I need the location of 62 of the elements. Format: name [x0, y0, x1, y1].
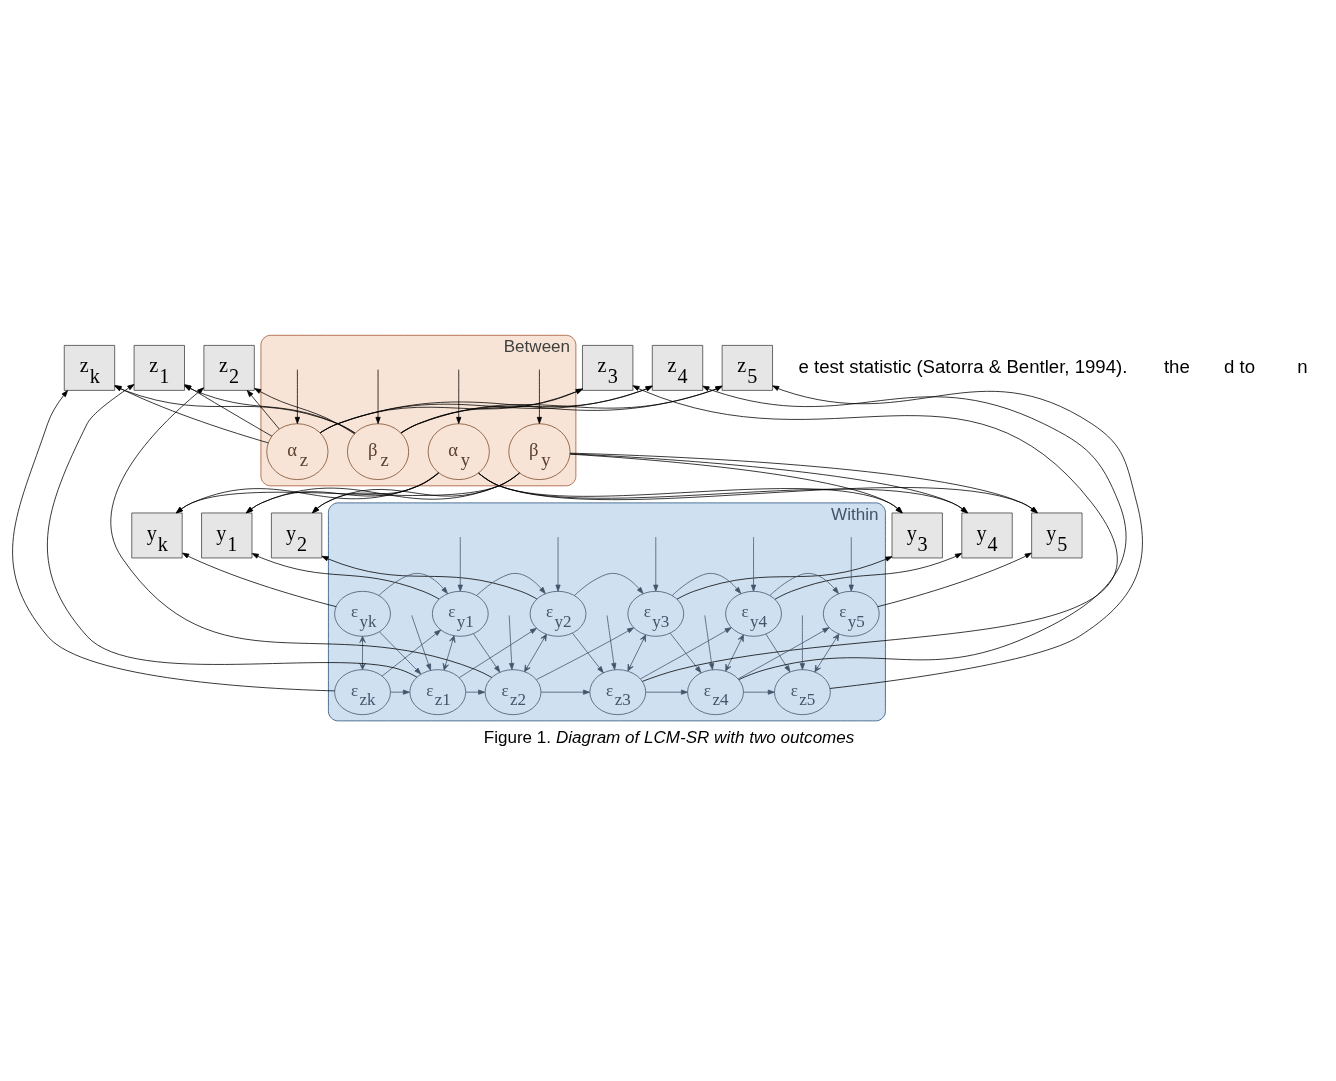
arrow	[378, 573, 448, 596]
arrow	[465, 689, 486, 695]
arrow	[390, 689, 410, 695]
arrow	[381, 629, 442, 677]
arrow	[524, 633, 547, 673]
arrow	[743, 689, 775, 695]
arrow	[251, 553, 440, 600]
arrow	[182, 552, 337, 608]
label: e test statistic (Satorra & Bentler, 1994).	[798, 355, 1128, 377]
arrow	[508, 615, 515, 670]
arrow	[814, 633, 840, 673]
arrow	[737, 627, 830, 680]
arrow	[704, 615, 715, 670]
arrow	[555, 536, 561, 592]
arrow	[536, 369, 542, 424]
arrow	[750, 536, 757, 592]
arrow	[442, 635, 456, 671]
arrow	[676, 556, 893, 600]
arrow	[725, 634, 744, 672]
arrow	[457, 536, 463, 592]
arrow	[877, 552, 1032, 608]
arrow	[375, 369, 381, 424]
arrow	[774, 553, 963, 600]
arrow	[411, 615, 431, 671]
arrow	[848, 536, 854, 592]
arrow	[540, 689, 590, 695]
arrow	[12, 390, 336, 692]
arrow	[640, 627, 732, 680]
arrow	[606, 615, 617, 670]
label: d to	[1224, 355, 1256, 377]
arrow	[627, 634, 647, 672]
arrow	[772, 385, 1143, 689]
arrow	[400, 388, 583, 434]
arrow	[359, 636, 366, 670]
arrow	[671, 573, 742, 596]
arrow	[645, 689, 688, 695]
arrow	[632, 385, 1118, 682]
arrow	[536, 627, 635, 680]
label: n	[1297, 355, 1308, 377]
arrow	[321, 555, 538, 600]
arrow	[702, 385, 1127, 680]
arrow	[769, 573, 839, 596]
label: the	[1163, 355, 1190, 377]
arrow	[476, 573, 546, 596]
arrow	[574, 573, 644, 596]
arrow	[456, 369, 462, 424]
arrow	[473, 633, 501, 673]
arrow	[458, 627, 537, 679]
arrow	[400, 385, 723, 434]
arrow	[254, 388, 355, 435]
arrow	[400, 385, 653, 434]
arrow	[653, 536, 659, 592]
arrow	[294, 369, 300, 424]
arrow	[669, 632, 702, 674]
arrow	[799, 615, 805, 670]
arrow	[379, 631, 422, 675]
arrow	[319, 385, 723, 434]
arrow	[572, 632, 604, 674]
arrow	[246, 390, 280, 430]
caption: Figure 1. Diagram of LCM-SR with two outcomes	[483, 728, 855, 748]
arrow	[569, 453, 903, 514]
arrow	[765, 633, 791, 673]
